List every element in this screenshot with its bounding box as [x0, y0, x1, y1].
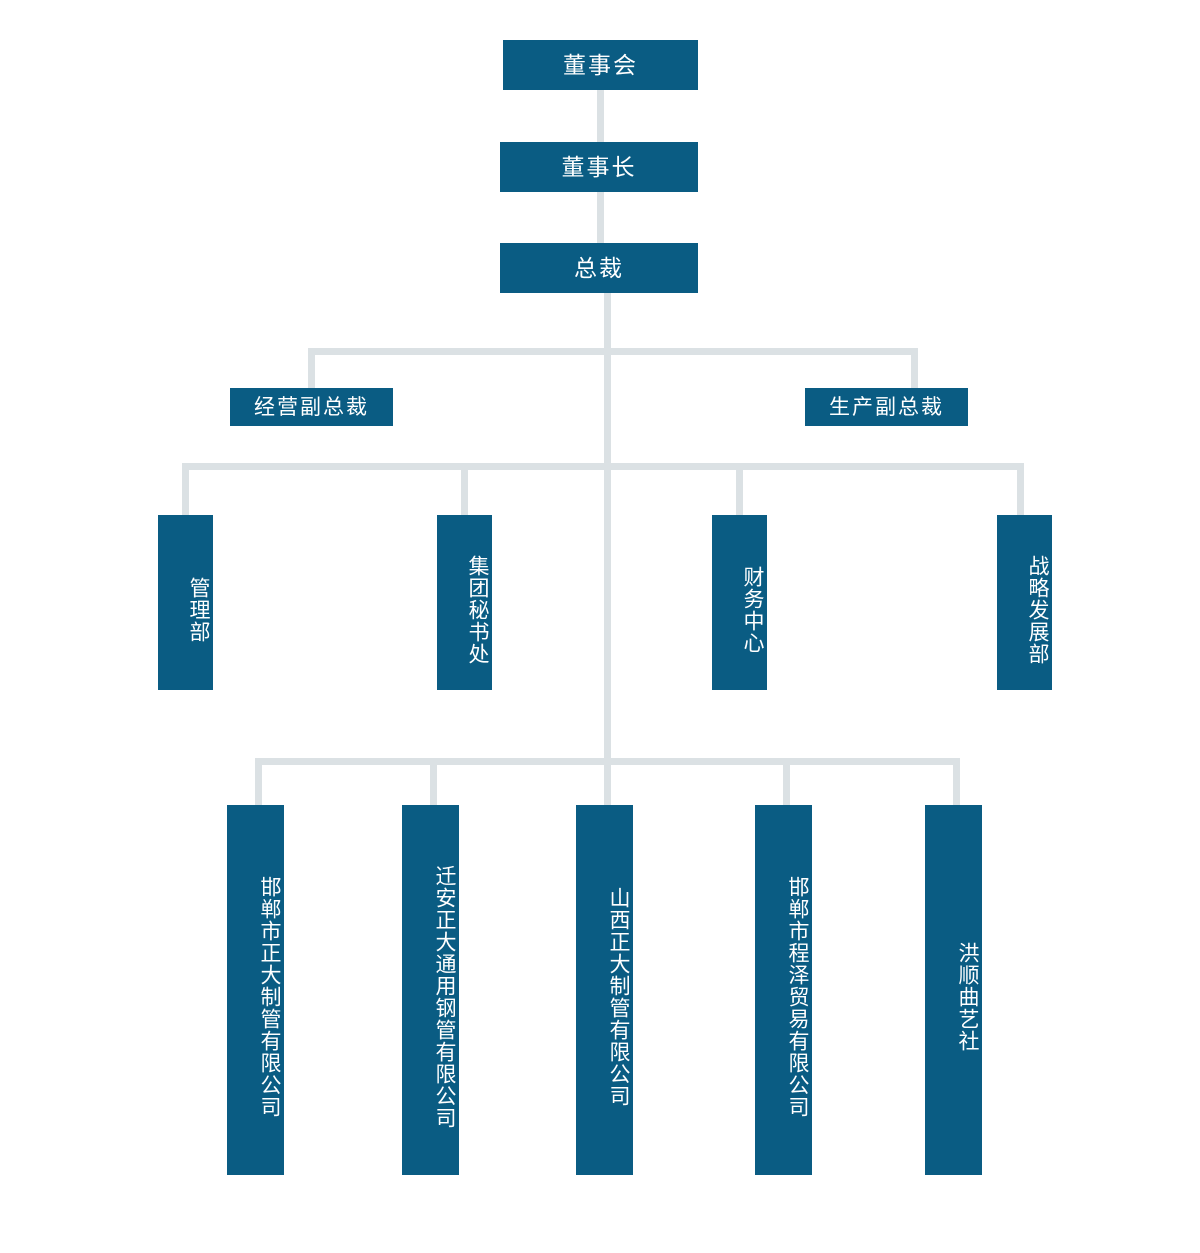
node-label: 洪顺曲艺社	[956, 942, 979, 1052]
node-label: 经营副总裁	[254, 395, 369, 419]
node-group-secretariat[interactable]: 集团秘书处	[437, 515, 492, 690]
node-shanxi-zhengda-pipe[interactable]: 山西正大制管有限公司	[576, 805, 633, 1175]
node-handan-zhengda-pipe[interactable]: 邯郸市正大制管有限公司	[227, 805, 284, 1175]
node-hongshun-quyi-club[interactable]: 洪顺曲艺社	[925, 805, 982, 1175]
node-vp-operations[interactable]: 经营副总裁	[230, 388, 393, 426]
connector-handan-zhengda-pipe-drop	[255, 758, 262, 805]
connector-hongshun-quyi-club-drop	[953, 758, 960, 805]
connector-chairman-to-president	[597, 192, 604, 243]
connector-vp-bus	[308, 348, 918, 355]
connector-board-to-chairman	[597, 90, 604, 142]
node-label: 董事会	[563, 51, 638, 78]
node-label: 战略发展部	[1026, 554, 1049, 665]
node-president[interactable]: 总裁	[500, 243, 698, 293]
node-board-of-directors[interactable]: 董事会	[503, 40, 698, 90]
node-label: 管理部	[187, 576, 210, 643]
connector-finance-center-drop	[736, 463, 743, 515]
node-management-dept[interactable]: 管理部	[158, 515, 213, 690]
connector-shanxi-zhengda-pipe-drop	[604, 758, 611, 805]
connector-department-bus	[182, 463, 1024, 470]
connector-qianan-zhengda-general-pipe-drop	[430, 758, 437, 805]
node-label: 集团秘书处	[466, 554, 489, 665]
node-label: 总裁	[574, 254, 624, 281]
node-qianan-zhengda-general-pipe[interactable]: 迁安正大通用钢管有限公司	[402, 805, 459, 1175]
node-label: 财务中心	[741, 565, 764, 654]
connector-president-trunk	[604, 293, 611, 765]
connector-handan-chengze-trading-drop	[783, 758, 790, 805]
node-label: 邯郸市程泽贸易有限公司	[786, 876, 809, 1118]
connector-strategy-development-drop	[1017, 463, 1024, 515]
connector-vp-operations-drop	[308, 348, 315, 388]
node-label: 山西正大制管有限公司	[607, 887, 630, 1107]
node-finance-center[interactable]: 财务中心	[712, 515, 767, 690]
node-label: 迁安正大通用钢管有限公司	[433, 865, 456, 1129]
connector-group-secretariat-drop	[461, 463, 468, 515]
node-strategy-development-dept[interactable]: 战略发展部	[997, 515, 1052, 690]
node-label: 生产副总裁	[829, 395, 944, 419]
node-chairman[interactable]: 董事长	[500, 142, 698, 192]
connector-management-dept-drop	[182, 463, 189, 515]
node-handan-chengze-trading[interactable]: 邯郸市程泽贸易有限公司	[755, 805, 812, 1175]
node-label: 董事长	[561, 153, 637, 180]
node-label: 邯郸市正大制管有限公司	[258, 876, 281, 1118]
connector-vp-production-drop	[911, 348, 918, 388]
node-vp-production[interactable]: 生产副总裁	[805, 388, 968, 426]
